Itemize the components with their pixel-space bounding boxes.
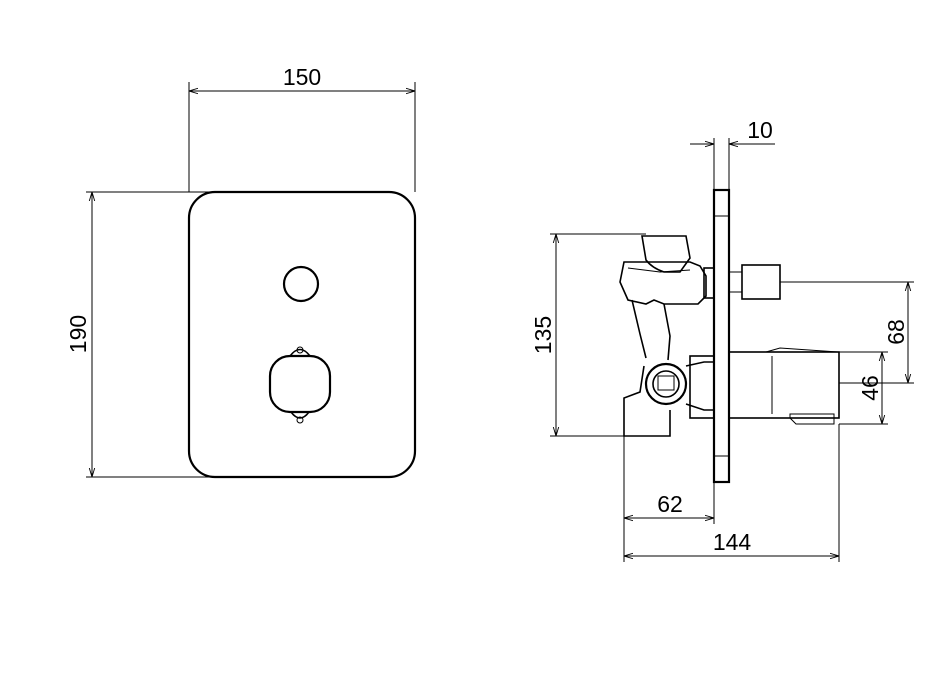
dimension-outlet-upper: 68 [780,281,914,384]
diverter-body [728,347,840,425]
dimension-plate-thickness: 10 [690,117,775,190]
valve-body [619,235,715,437]
diverter-button [282,265,320,303]
trim-plate [187,190,417,479]
dimension-label-plate-thickness: 10 [747,117,773,143]
dimension-label-height: 190 [65,315,91,353]
dimension-label-width: 150 [283,64,321,90]
dimension-outlet-lower: 46 [839,351,888,425]
dimension-label-inner-depth: 62 [657,491,683,517]
dimension-label-body-height: 135 [530,316,556,354]
dimension-label-outlet-upper: 68 [883,319,909,345]
inlet-fitting [644,362,688,406]
dimension-total-depth: 144 [624,424,840,562]
dimension-label-total-depth: 144 [713,529,752,555]
side-view: 10 135 68 46 62 [530,117,914,562]
upper-outlet [729,264,781,300]
mixer-handle [268,346,332,424]
wall-plate [712,188,731,484]
dimension-height: 190 [65,191,215,478]
dimension-width: 150 [188,64,416,192]
dimension-label-outlet-lower: 46 [857,375,883,401]
dimension-body-height: 135 [530,233,646,437]
front-view: 150 190 [65,64,417,479]
dimension-inner-depth: 62 [623,436,715,562]
